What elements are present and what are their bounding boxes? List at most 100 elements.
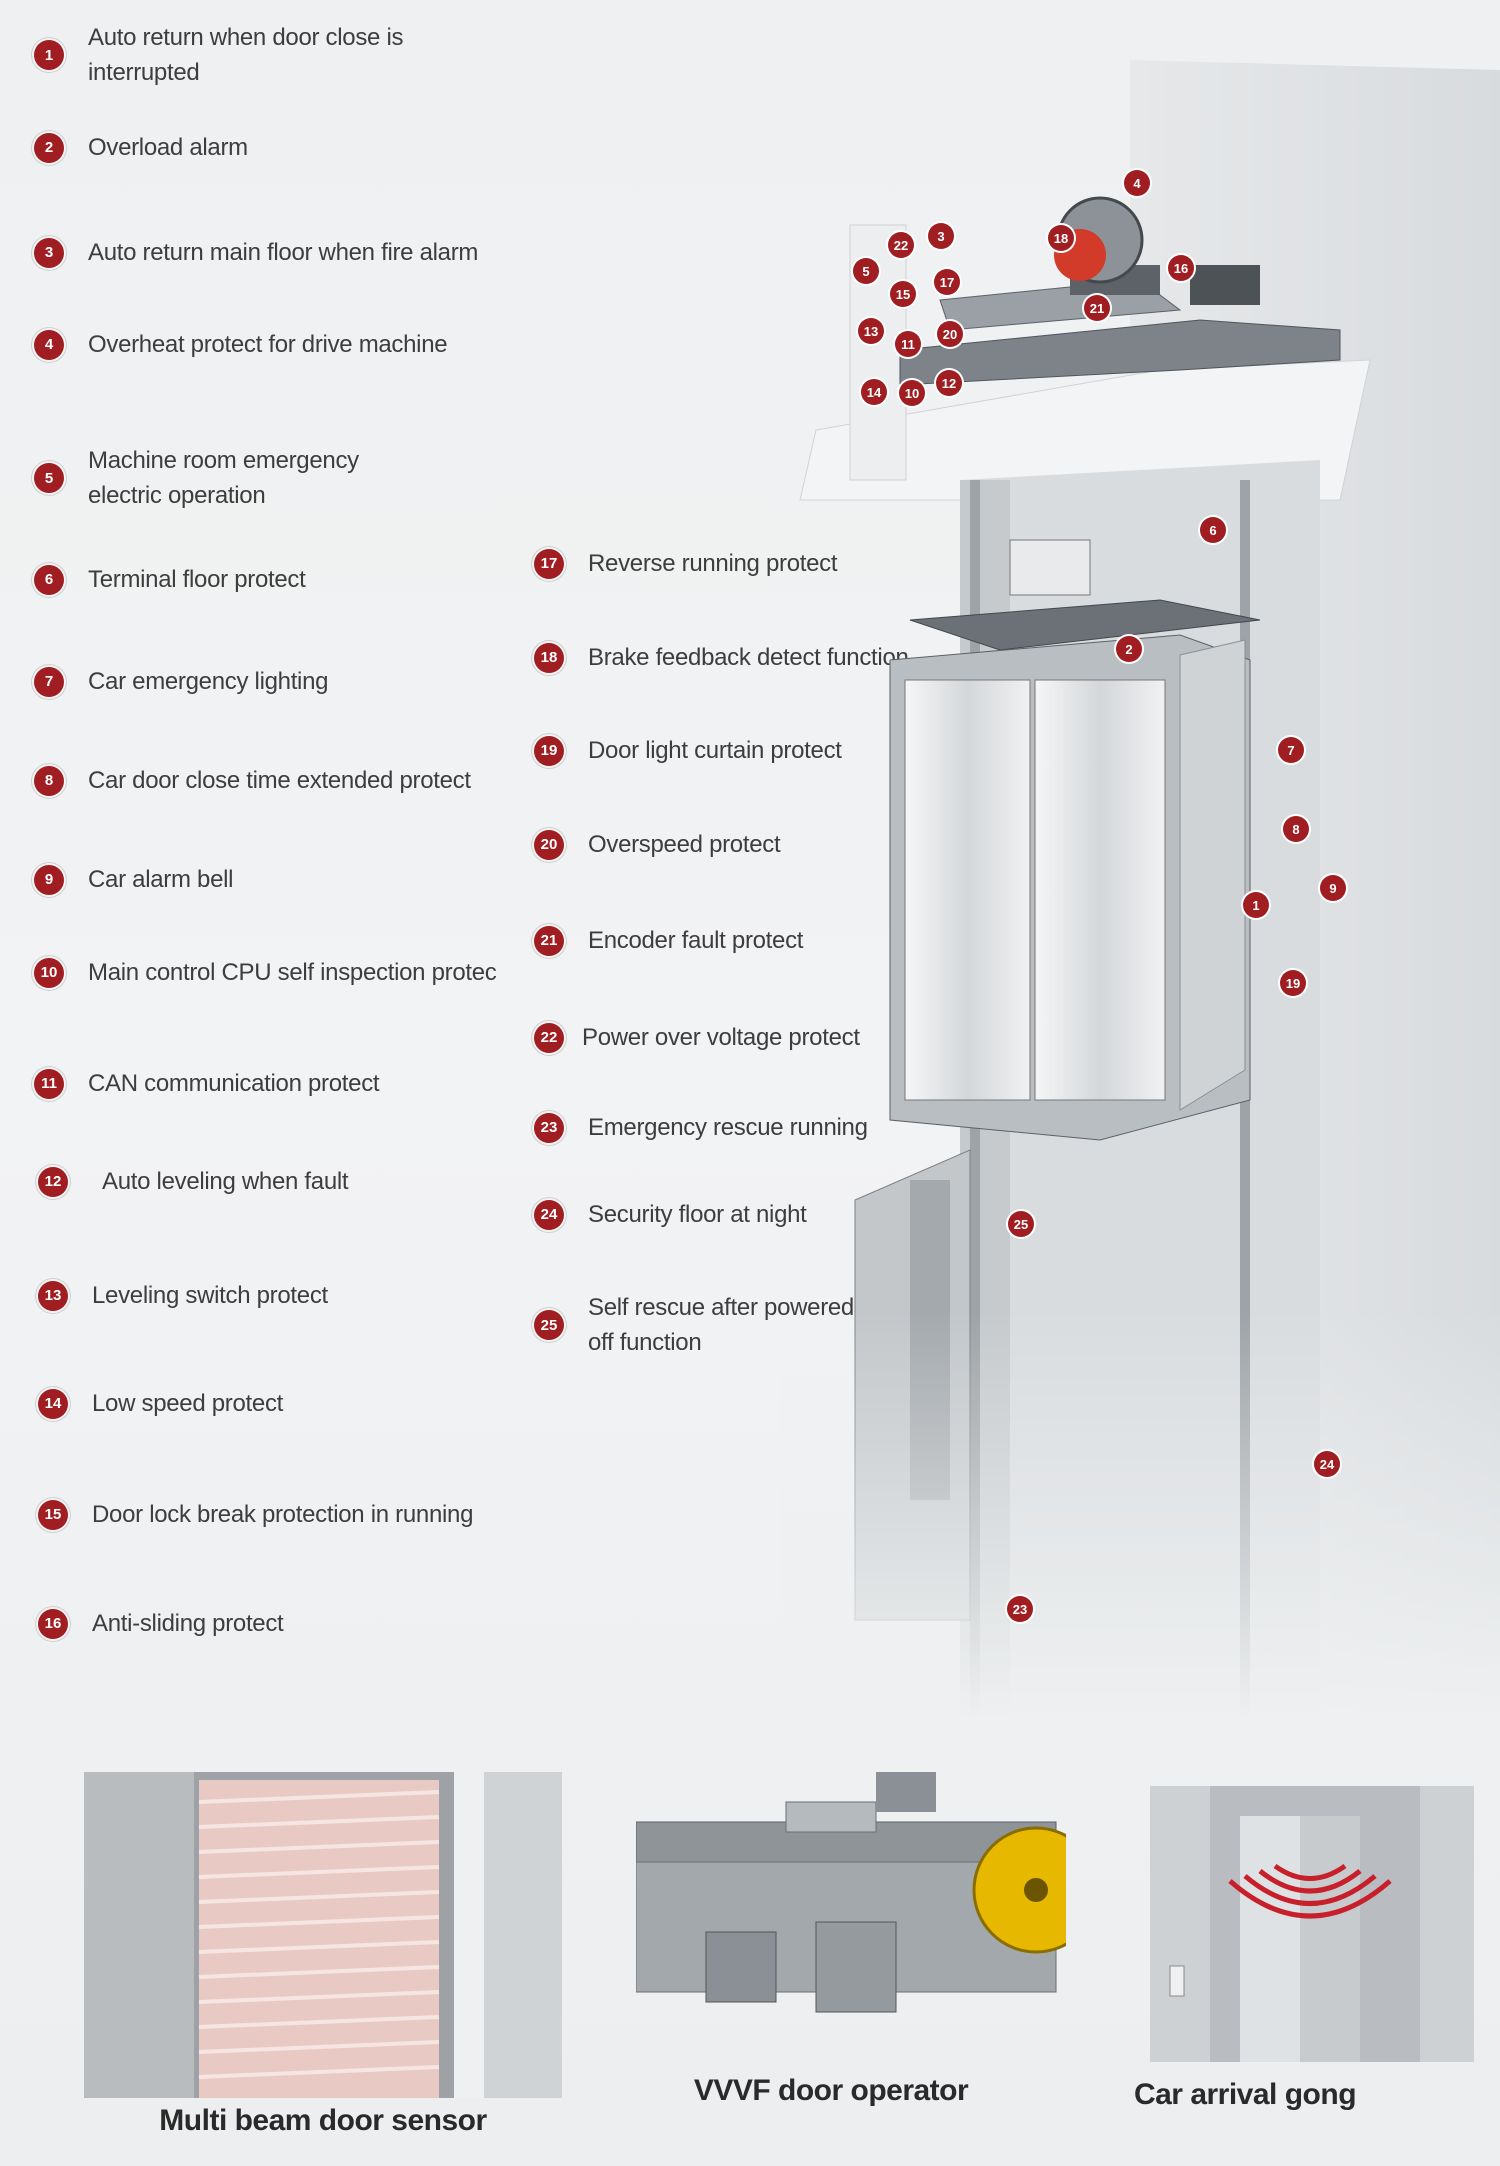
marker: 7 <box>1278 737 1304 763</box>
marker: 3 <box>928 223 954 249</box>
feature-label: Auto return main floor when fire alarm <box>88 239 479 266</box>
feature-label: Car door close time extended protect <box>88 767 471 794</box>
door-sensor-photo <box>84 1772 562 2098</box>
feature-item: 24 Security floor at night <box>534 1197 807 1232</box>
feature-label: CAN communication protect <box>88 1070 380 1097</box>
feature-label: Car emergency lighting <box>88 668 329 695</box>
number-badge: 11 <box>34 1068 64 1099</box>
door-sensor-caption: Multi beam door sensor <box>159 2104 487 2137</box>
marker: 14 <box>861 379 887 405</box>
feature-item: 12 Auto leveling when fault <box>38 1164 349 1199</box>
feature-item: 14 Low speed protect <box>38 1386 283 1421</box>
feature-item: 13 Leveling switch protect <box>38 1278 328 1313</box>
feature-label: Security floor at night <box>588 1201 807 1228</box>
elevator-shaft-illustration <box>780 60 1500 1720</box>
feature-item: 17 Reverse running protect <box>534 546 838 581</box>
feature-label: Leveling switch protect <box>92 1282 328 1309</box>
marker: 21 <box>1084 295 1110 321</box>
number-badge: 2 <box>34 132 64 163</box>
number-badge: 17 <box>534 548 564 579</box>
feature-item: 15 Door lock break protection in running <box>38 1497 473 1532</box>
number-badge: 9 <box>34 864 64 895</box>
marker: 1 <box>1243 892 1269 918</box>
feature-label: Auto leveling when fault <box>102 1168 349 1195</box>
feature-item: 16 Anti-sliding protect <box>38 1606 284 1641</box>
marker: 23 <box>1007 1596 1033 1622</box>
feature-label: Main control CPU self inspection protec <box>88 959 497 986</box>
arrival-gong-photo <box>1150 1786 1474 2062</box>
number-badge: 21 <box>534 925 564 956</box>
feature-item: 4 Overheat protect for drive machine <box>34 327 448 362</box>
feature-item: 19 Door light curtain protect <box>534 733 842 768</box>
number-badge: 6 <box>34 564 64 595</box>
feature-label: Encoder fault protect <box>588 927 804 954</box>
feature-label: Overspeed protect <box>588 831 781 858</box>
feature-label: Power over voltage protect <box>582 1024 860 1051</box>
feature-label: Overheat protect for drive machine <box>88 331 448 358</box>
feature-label: Car alarm bell <box>88 866 234 893</box>
feature-item: 20 Overspeed protect <box>534 827 781 862</box>
number-badge: 10 <box>34 957 64 988</box>
marker: 17 <box>934 269 960 295</box>
feature-label: Door lock break protection in running <box>92 1501 474 1528</box>
feature-item: 6 Terminal floor protect <box>34 562 306 597</box>
feature-label: Machine room emergency electric operatio… <box>88 447 359 509</box>
feature-label: Brake feedback detect function <box>588 644 909 671</box>
feature-label: Emergency rescue running <box>588 1114 868 1141</box>
feature-item: 9 Car alarm bell <box>34 862 233 897</box>
feature-item: 7 Car emergency lighting <box>34 664 328 699</box>
feature-item: 8 Car door close time extended protect <box>34 763 471 798</box>
number-badge: 1 <box>34 40 64 70</box>
number-badge: 3 <box>34 237 64 268</box>
marker: 12 <box>936 370 962 396</box>
feature-item: 21 Encoder fault protect <box>534 923 803 958</box>
feature-item: 22 Power over voltage protect <box>534 1020 860 1055</box>
number-badge: 5 <box>34 463 64 493</box>
marker: 10 <box>899 380 925 406</box>
marker: 5 <box>853 258 879 284</box>
marker: 2 <box>1116 636 1142 662</box>
feature-label: Auto return when door close is interrupt… <box>88 24 404 86</box>
feature-label: Overload alarm <box>88 134 248 161</box>
marker: 16 <box>1168 255 1194 281</box>
number-badge: 7 <box>34 666 64 697</box>
marker: 18 <box>1048 225 1074 251</box>
marker: 19 <box>1280 970 1306 996</box>
feature-item: 10 Main control CPU self inspection prot… <box>34 955 497 990</box>
feature-label: Low speed protect <box>92 1390 284 1417</box>
number-badge: 13 <box>38 1280 68 1311</box>
marker: 6 <box>1200 517 1226 543</box>
number-badge: 18 <box>534 642 564 673</box>
number-badge: 16 <box>38 1608 68 1639</box>
door-operator-caption: VVVF door operator <box>693 2074 969 2107</box>
number-badge: 8 <box>34 765 64 796</box>
marker: 11 <box>895 331 921 357</box>
marker: 8 <box>1283 816 1309 842</box>
arrival-gong-caption: Car arrival gong <box>1133 2078 1357 2111</box>
door-operator-photo <box>636 1762 1066 2032</box>
marker: 25 <box>1008 1211 1034 1237</box>
number-badge: 19 <box>534 735 564 766</box>
number-badge: 12 <box>38 1166 68 1197</box>
marker: 9 <box>1320 875 1346 901</box>
feature-item: 18 Brake feedback detect function <box>534 640 909 675</box>
feature-item: 2 Overload alarm <box>34 130 248 165</box>
number-badge: 22 <box>534 1022 564 1053</box>
marker: 4 <box>1124 170 1150 196</box>
feature-item: 5 Machine room emergency electric operat… <box>34 443 378 513</box>
number-badge: 25 <box>534 1310 564 1340</box>
feature-label: Terminal floor protect <box>88 566 306 593</box>
number-badge: 4 <box>34 329 64 360</box>
marker: 24 <box>1314 1451 1340 1477</box>
feature-label: Anti-sliding protect <box>92 1610 284 1637</box>
feature-item: 11 CAN communication protect <box>34 1066 380 1101</box>
marker: 15 <box>890 281 916 307</box>
number-badge: 20 <box>534 829 564 860</box>
number-badge: 14 <box>38 1388 68 1419</box>
feature-label: Reverse running protect <box>588 550 838 577</box>
marker: 20 <box>937 321 963 347</box>
number-badge: 15 <box>38 1499 68 1530</box>
marker: 13 <box>858 318 884 344</box>
number-badge: 23 <box>534 1112 564 1143</box>
number-badge: 24 <box>534 1199 564 1230</box>
